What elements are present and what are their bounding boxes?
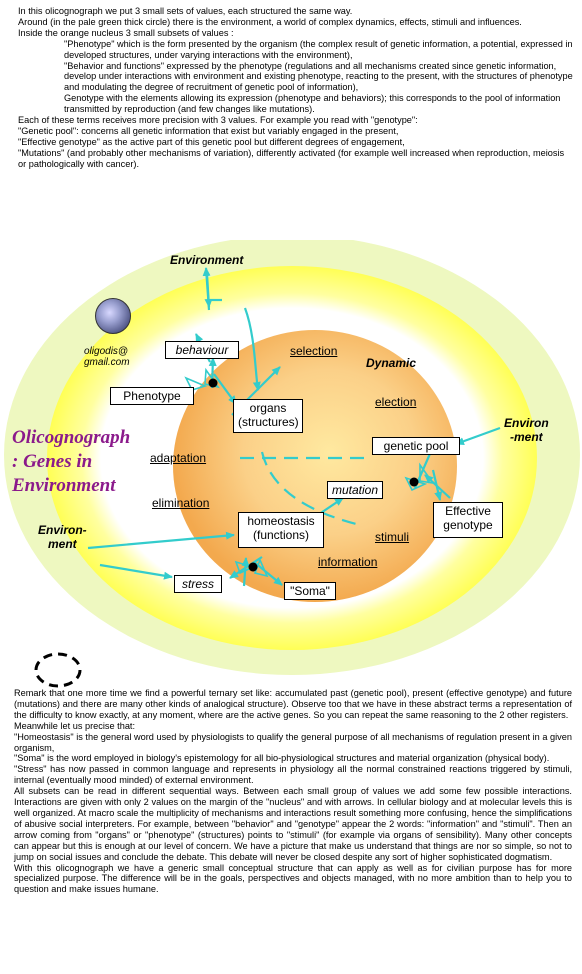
phenotype-box: Phenotype	[110, 387, 194, 405]
author-avatar	[95, 298, 131, 334]
intro-line: "Behavior and functions" expressed by th…	[64, 60, 573, 93]
intro-line: In this olicognograph we put 3 small set…	[18, 6, 353, 16]
intro-line: "Phenotype" which is the form presented …	[64, 38, 573, 60]
dynamic-label: Dynamic	[366, 356, 417, 370]
organs-box: organs (structures)	[233, 399, 303, 433]
nucleus	[173, 330, 457, 602]
dashed-loop	[34, 652, 82, 688]
footer-paragraph: With this olicognograph we have a generi…	[14, 862, 572, 895]
intro-line: "Genetic pool": concerns all genetic inf…	[18, 125, 399, 136]
junction-dot	[248, 562, 258, 572]
election-label: election	[375, 395, 417, 409]
behaviour-box: behaviour	[165, 341, 239, 359]
intro-line: "Mutations" (and probably other mechanis…	[18, 147, 565, 169]
olicognograph-diagram: Environment Dynamic Environ -ment Enviro…	[0, 240, 582, 690]
stimuli-label: stimuli	[375, 530, 410, 544]
intro-line: Inside the orange nucleus 3 small subset…	[18, 27, 234, 38]
soma-box: "Soma"	[284, 582, 336, 600]
intro-line: "Effective genotype" as the active part …	[18, 136, 405, 147]
author-email: oligodis@ gmail.com	[84, 346, 130, 368]
intro-line: Genotype with the elements allowing its …	[64, 93, 561, 115]
junction-dot	[208, 378, 218, 388]
stress-box: stress	[174, 575, 222, 593]
genetic-pool-box: genetic pool	[372, 437, 460, 455]
footer-paragraph: Remark that one more time we find a powe…	[14, 688, 572, 720]
adaptation-label: adaptation	[150, 451, 207, 465]
footer-paragraph: "Stress" has now passed in common langua…	[14, 764, 572, 786]
environment-label-left: Environ- ment	[38, 523, 87, 551]
footer-text: Remark that one more time we find a powe…	[14, 688, 572, 895]
footer-paragraph: "Homeostasis" is the general word used b…	[14, 731, 572, 753]
information-label: information	[318, 555, 378, 569]
footer-paragraph: Meanwhile let us precise that:	[14, 720, 136, 731]
diagram-title: Olicognograph : Genes in Environment	[12, 427, 131, 496]
environment-label-top: Environment	[170, 253, 244, 267]
homeostasis-box: homeostasis (functions)	[238, 512, 324, 548]
selection-label: selection	[290, 344, 338, 358]
intro-line: Each of these terms receives more precis…	[18, 115, 418, 126]
footer-paragraph: "Soma" is the word employed in biology's…	[14, 753, 550, 764]
elimination-label: elimination	[152, 496, 210, 510]
intro-line: Around (in the pale green thick circle) …	[18, 16, 522, 27]
junction-dot	[409, 477, 419, 487]
mutation-box: mutation	[327, 481, 383, 499]
footer-paragraph: All subsets can be read in different seq…	[14, 786, 572, 862]
effective-genotype-box: Effective genotype	[433, 502, 503, 538]
intro-text: In this olicognograph we put 3 small set…	[18, 6, 573, 170]
environment-label-right: Environ -ment	[504, 416, 549, 444]
